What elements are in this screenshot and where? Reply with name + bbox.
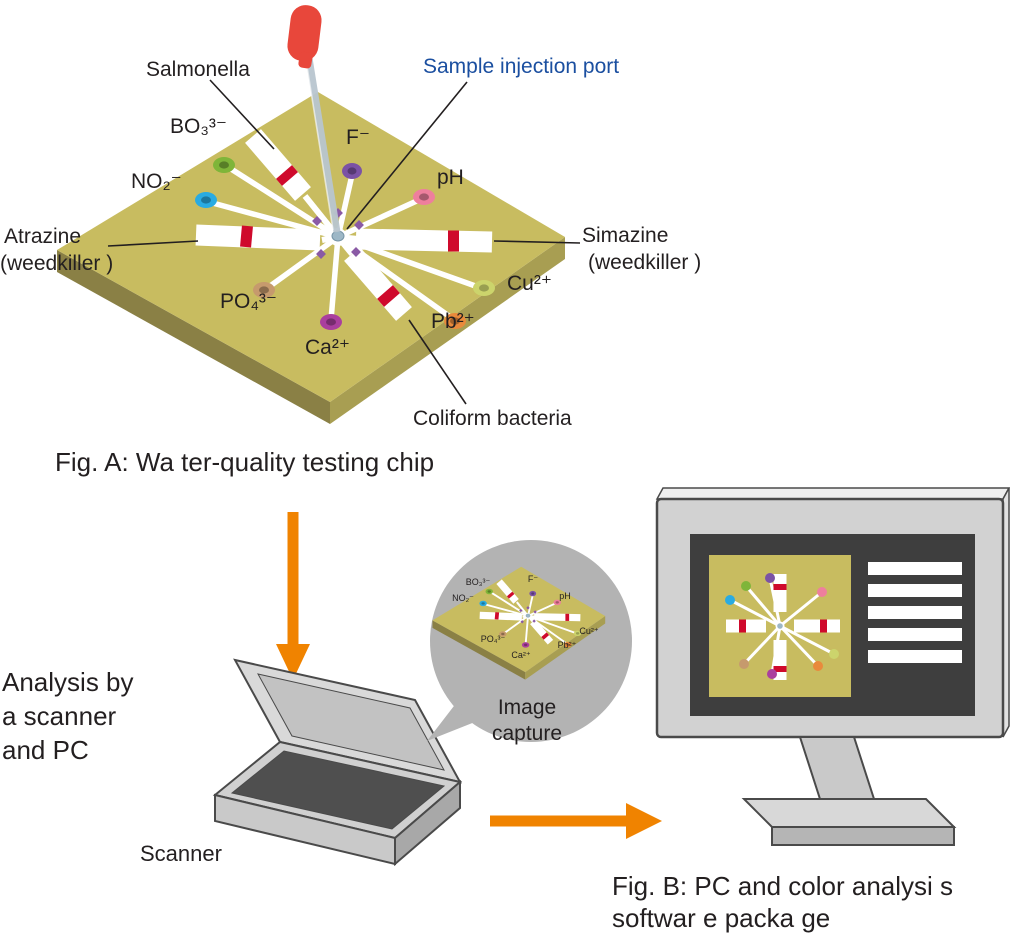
monitor-neck [798,736,876,800]
monitor [655,487,1010,846]
result-bars [868,562,962,663]
analysis-text-line2: a scanner [2,701,117,731]
arrow-right [490,803,662,839]
label-coliform: Coliform bacteria [413,407,572,430]
monitor-top-edge [655,487,1010,500]
monitor-base-front [771,826,955,846]
monitor-base-top [741,798,957,828]
fig-a-chip [57,92,565,424]
label-pb: Pb²⁺ [431,310,475,333]
mini-label-ph: pH [559,591,571,601]
label-simazine-sub: (weedkiller ) [588,251,702,274]
label-bo3: BO₃³⁻ [170,115,227,138]
analysis-text-line1: Analysis by [2,667,134,697]
mini-label-po4: PO₄³⁻ [481,634,506,644]
mini-label-pb: Pb²⁺ [558,640,577,650]
dropper-stem [305,57,341,233]
dropper-bulb [287,5,322,62]
scanner-glass [230,750,446,830]
bubble-mini-labels: BO₃³⁻ F⁻ NO₂⁻ pH PO₄³⁻ Cu²⁺ Ca²⁺ Pb²⁺ [452,574,599,660]
label-atrazine-sub: (weedkiller ) [0,252,114,275]
scanner-label: Scanner [140,841,222,866]
scanner [212,658,463,867]
label-f: F⁻ [346,126,370,149]
label-salmonella: Salmonella [146,58,250,81]
mini-label-bo3: BO₃³⁻ [466,577,491,587]
fig-a-caption: Fig. A: Wa ter-quality testing chip [55,447,435,477]
label-no2: NO₂⁻ [131,170,182,193]
label-atrazine: Atrazine [4,225,82,248]
bubble-text-line1: Image [497,696,557,719]
analysis-text-line3: and PC [2,735,89,765]
screen-chip-red-bands [739,584,827,672]
scanner-lid-pad [257,673,445,771]
label-cu: Cu²⁺ [507,272,552,295]
mini-label-cu: Cu²⁺ [579,626,599,636]
screen-chip-dots [725,573,839,679]
arrow-down [276,512,310,680]
fig-b-caption-line2: softwar e packa ge [612,903,831,933]
label-injection-port: Sample injection port [423,55,620,78]
label-ph: pH [437,166,464,189]
label-ca: Ca²⁺ [305,336,350,359]
bubble-text-line2: capture [491,722,563,745]
label-simazine: Simazine [582,224,669,247]
screen-chip [709,555,851,697]
label-po4: PO₄³⁻ [220,290,277,313]
mini-label-no2: NO₂⁻ [452,593,474,603]
fig-b-caption-line1: Fig. B: PC and color analysi s [612,871,954,901]
mini-label-f: F⁻ [528,574,538,584]
mini-label-ca: Ca²⁺ [511,650,531,660]
scanner-side [394,779,461,867]
label-connectors [107,79,581,405]
dropper [287,5,341,233]
capture-bubble: BO₃³⁻ F⁻ NO₂⁻ pH PO₄³⁻ Cu²⁺ Ca²⁺ Pb²⁺ [427,540,632,742]
